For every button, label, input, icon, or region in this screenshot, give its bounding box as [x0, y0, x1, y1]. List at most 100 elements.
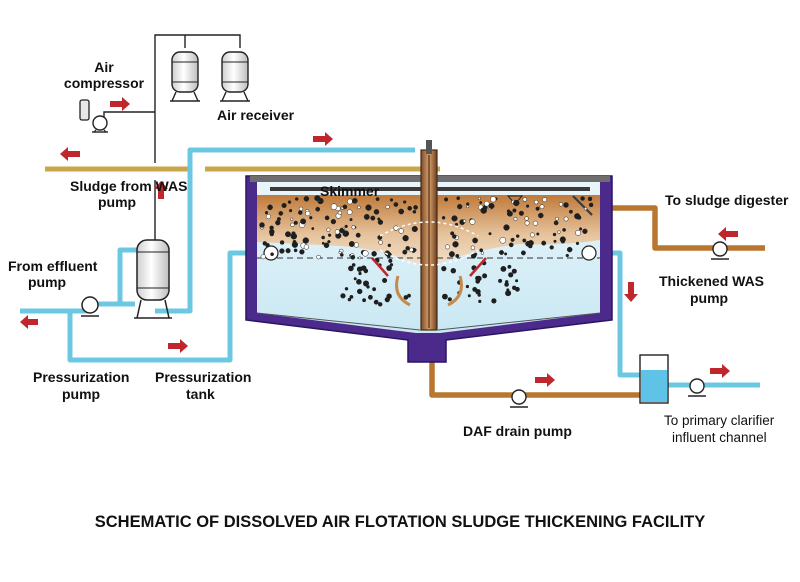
- floc-particle: [287, 200, 292, 204]
- floc-particle: [334, 229, 340, 235]
- floc-particle: [324, 215, 330, 221]
- floc-particle: [499, 250, 504, 255]
- floc-particle: [466, 205, 470, 209]
- label-skimmer: Skimmer: [320, 183, 380, 199]
- floc-particle: [456, 196, 461, 201]
- floc-particle: [384, 250, 391, 257]
- floc-particle: [353, 242, 360, 248]
- floc-particle: [276, 217, 281, 222]
- floc-particle: [472, 237, 478, 244]
- floc-particle: [355, 232, 361, 238]
- arrow-down-icon: [624, 282, 638, 302]
- floc-particle: [294, 197, 299, 201]
- floc-particle: [478, 299, 482, 303]
- floc-particle: [305, 210, 311, 217]
- floc-particle: [444, 197, 449, 202]
- floc-particle: [290, 222, 295, 227]
- floc-particle: [533, 199, 539, 205]
- floc-particle: [330, 203, 338, 210]
- floc-particle: [566, 246, 573, 253]
- floc-particle: [269, 229, 275, 235]
- label-pressurization-pump-2: pump: [62, 386, 100, 402]
- floc-particle: [302, 237, 309, 244]
- floc-particle: [285, 248, 291, 254]
- floc-particle: [389, 263, 394, 267]
- daf-drain-pump: [510, 389, 528, 408]
- label-primary-clarifier-2: influent channel: [672, 430, 767, 445]
- floc-particle: [503, 224, 510, 231]
- floc-particle: [315, 206, 321, 212]
- arrow-left-icon: [60, 147, 80, 161]
- arrow-right-icon: [710, 364, 730, 378]
- floc-particle: [513, 217, 518, 222]
- floc-particle: [473, 252, 478, 256]
- floc-particle: [398, 208, 405, 215]
- floc-particle: [338, 250, 342, 255]
- arrow-left-icon: [20, 315, 38, 329]
- floc-particle: [498, 278, 503, 283]
- floc-particle: [512, 208, 517, 213]
- floc-particle: [560, 239, 566, 244]
- floc-particle: [462, 219, 467, 223]
- recirculation-flow: [371, 221, 487, 307]
- floc-particle: [520, 250, 526, 256]
- floc-particle: [522, 197, 528, 202]
- label-pressurization-pump: Pressurization: [33, 369, 129, 385]
- label-sludge-from-was-2: pump: [98, 194, 136, 210]
- floc-particle: [303, 196, 310, 202]
- label-air-compressor-2: compressor: [64, 75, 145, 91]
- floc-particle: [562, 228, 566, 232]
- floc-particle: [480, 207, 487, 214]
- floc-particle: [361, 265, 367, 271]
- arrow-up-icon: [154, 181, 168, 199]
- air-receiver-vessel-1: [170, 51, 200, 102]
- floc-particle: [348, 265, 354, 272]
- floc-particle: [413, 205, 418, 210]
- floc-particle: [466, 202, 470, 206]
- floc-particle: [344, 287, 349, 291]
- floc-particle: [279, 240, 285, 245]
- floc-particle: [382, 278, 388, 283]
- floc-particle: [311, 227, 315, 231]
- floc-particle: [407, 205, 413, 211]
- label-pressurization-tank-2: tank: [186, 386, 215, 402]
- floc-particle: [480, 251, 485, 255]
- floc-particle: [344, 224, 348, 229]
- floc-particle: [532, 220, 538, 226]
- floc-particle: [490, 196, 497, 203]
- floc-particle: [476, 275, 482, 282]
- floc-particle: [270, 252, 274, 257]
- floc-particle: [346, 209, 353, 215]
- floc-particle: [563, 216, 569, 222]
- floc-particle: [445, 244, 450, 250]
- floc-particle: [405, 246, 410, 251]
- floc-particle: [470, 245, 476, 251]
- floc-particle: [479, 248, 484, 253]
- floc-particle: [442, 293, 448, 300]
- floc-particle: [413, 248, 417, 252]
- arrow-right-icon: [313, 132, 333, 146]
- floc-particle: [488, 203, 495, 209]
- floc-particle: [265, 214, 271, 220]
- floc-particle: [363, 213, 370, 220]
- floc-particle: [337, 210, 343, 215]
- floc-particle: [441, 216, 446, 220]
- floc-particle: [316, 254, 321, 260]
- floc-particle: [515, 286, 520, 292]
- label-pressurization-tank: Pressurization: [155, 369, 251, 385]
- floc-particle: [356, 279, 362, 285]
- floc-particle: [469, 218, 476, 225]
- floc-particle: [323, 242, 330, 249]
- floc-particle: [349, 295, 354, 299]
- floc-particle: [522, 238, 527, 243]
- floc-particle: [279, 248, 285, 254]
- floc-particle: [348, 241, 355, 247]
- floc-particle: [507, 264, 512, 269]
- floc-particle: [373, 209, 380, 215]
- label-primary-clarifier: To primary clarifier: [664, 413, 775, 428]
- label-to-sludge-digester: To sludge digester: [665, 192, 789, 208]
- label-from-effluent-2: pump: [28, 274, 66, 290]
- floc-particle: [321, 235, 325, 240]
- floc-particle: [477, 197, 481, 200]
